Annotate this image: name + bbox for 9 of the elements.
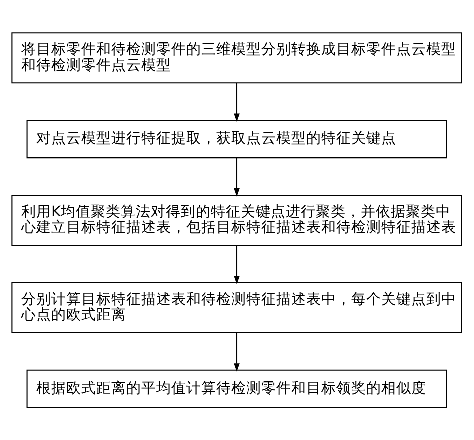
node-box: 将目标零件和待检测零件的三维模型分别转换成目标零件点云模型和待检测零件点云模型 [12,32,462,84]
node-box: 分别计算目标特征描述表和待检测特征描述表中，每个关键点到中心点的欧式距离 [12,282,462,333]
arrow [234,245,240,284]
node-box: 利用K均值聚类算法对得到的特征关键点进行聚类，并依据聚类中心建立目标特征描述表，包括目标特征描述表和待检测特征描述表 [12,194,462,246]
arrow [234,82,240,122]
node-box: 对点云模型进行特征提取，获取点云模型的特征关键点 [26,120,448,158]
arrow [234,158,240,196]
arrow [234,332,240,372]
node-box: 根据欧式距离的平均值计算待检测零件和目标领奖的相似度 [26,369,448,408]
